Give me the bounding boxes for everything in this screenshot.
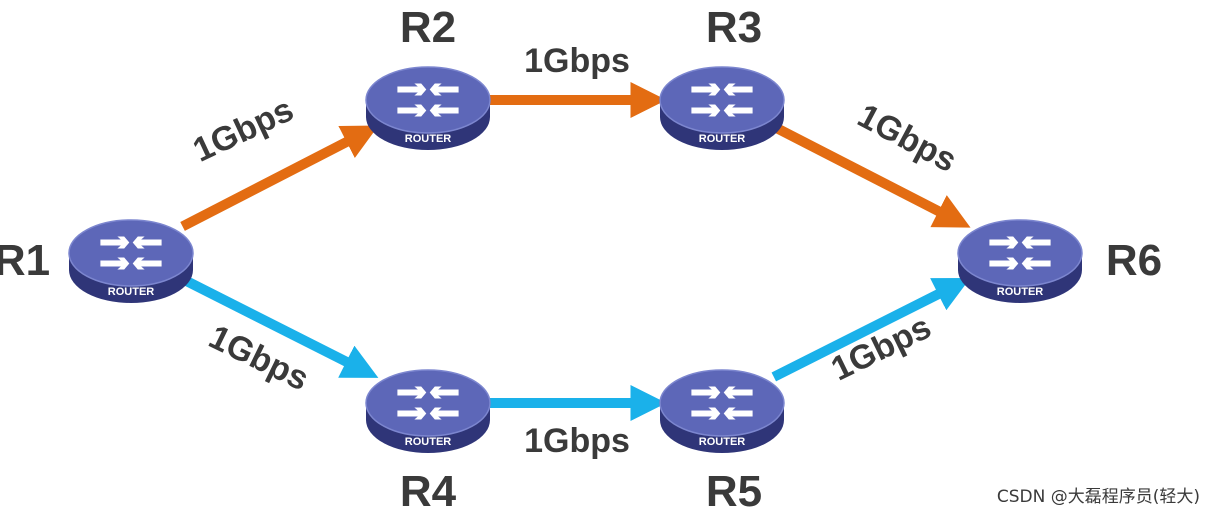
router-device-label: ROUTER	[997, 286, 1044, 298]
router-device-label: ROUTER	[405, 436, 452, 448]
link-label-r1-r2: 1Gbps	[187, 90, 299, 169]
router-arrows-icon	[989, 236, 1051, 270]
node-label-r3: R3	[706, 3, 762, 52]
router-r4: ROUTER	[365, 369, 491, 453]
router-device-label: ROUTER	[108, 286, 155, 298]
link-r1-r2	[180, 125, 379, 231]
router-device-label: ROUTER	[699, 133, 746, 145]
router-arrows-icon	[100, 236, 162, 270]
node-label-r6: R6	[1106, 236, 1162, 285]
node-label-r5: R5	[706, 467, 762, 515]
link-label-r2-r3: 1Gbps	[524, 42, 630, 80]
link-r1-r4	[180, 274, 379, 378]
router-arrows-icon	[691, 386, 753, 420]
router-r2: ROUTER	[365, 66, 491, 150]
node-label-r1: R1	[0, 236, 50, 285]
node-label-r4: R4	[400, 467, 457, 515]
node-label-r2: R2	[400, 3, 456, 52]
link-label-r3-r6: 1Gbps	[852, 97, 963, 180]
router-r6: ROUTER	[957, 219, 1083, 303]
watermark: CSDN @大磊程序员(轻大)	[996, 487, 1200, 507]
router-r1: ROUTER	[68, 219, 194, 303]
router-r5: ROUTER	[659, 369, 785, 453]
router-r3: ROUTER	[659, 66, 785, 150]
router-arrows-icon	[397, 83, 459, 117]
link-label-r4-r5: 1Gbps	[524, 422, 630, 460]
link-r5-r6	[771, 277, 971, 382]
link-label-r1-r4: 1Gbps	[203, 318, 315, 399]
router-arrows-icon	[691, 83, 753, 117]
router-device-label: ROUTER	[699, 436, 746, 448]
router-device-label: ROUTER	[405, 133, 452, 145]
router-arrows-icon	[397, 386, 459, 420]
link-r3-r6	[771, 122, 971, 228]
